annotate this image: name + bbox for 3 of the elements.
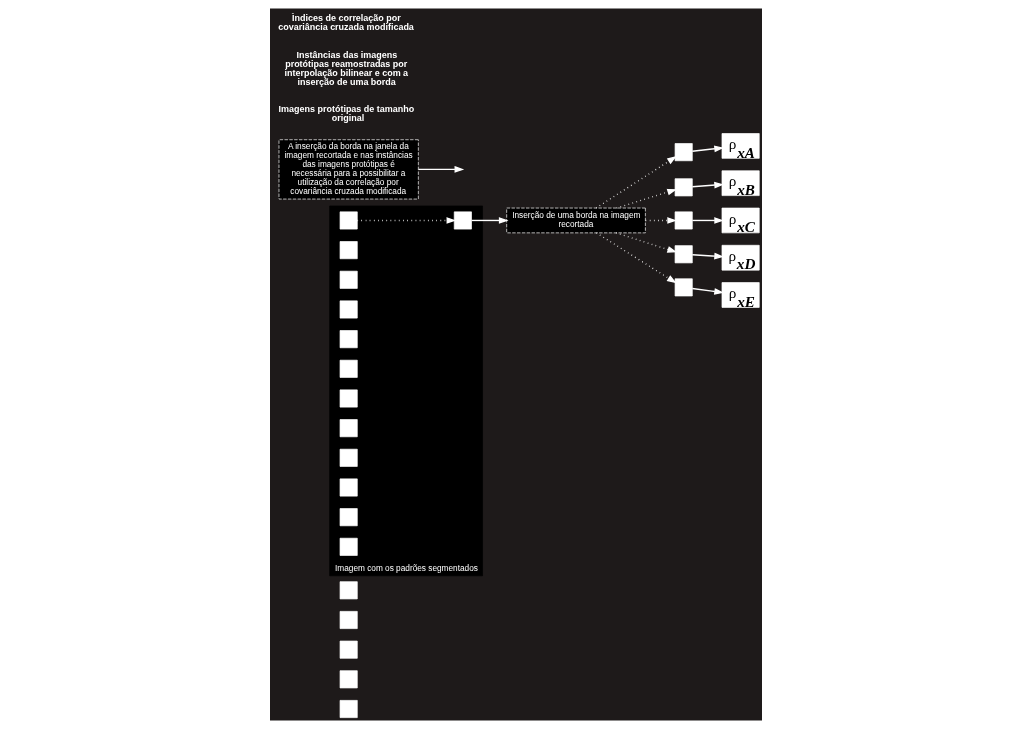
label: Imagens protótipas de tamanho original (278, 104, 414, 124)
label: Instâncias das imagens protótipas reamostradas por interpolação bilinear e com a inserção de uma borda (283, 49, 408, 87)
label: Ìndices de correlação por covariância cruzada modificada (277, 13, 414, 33)
